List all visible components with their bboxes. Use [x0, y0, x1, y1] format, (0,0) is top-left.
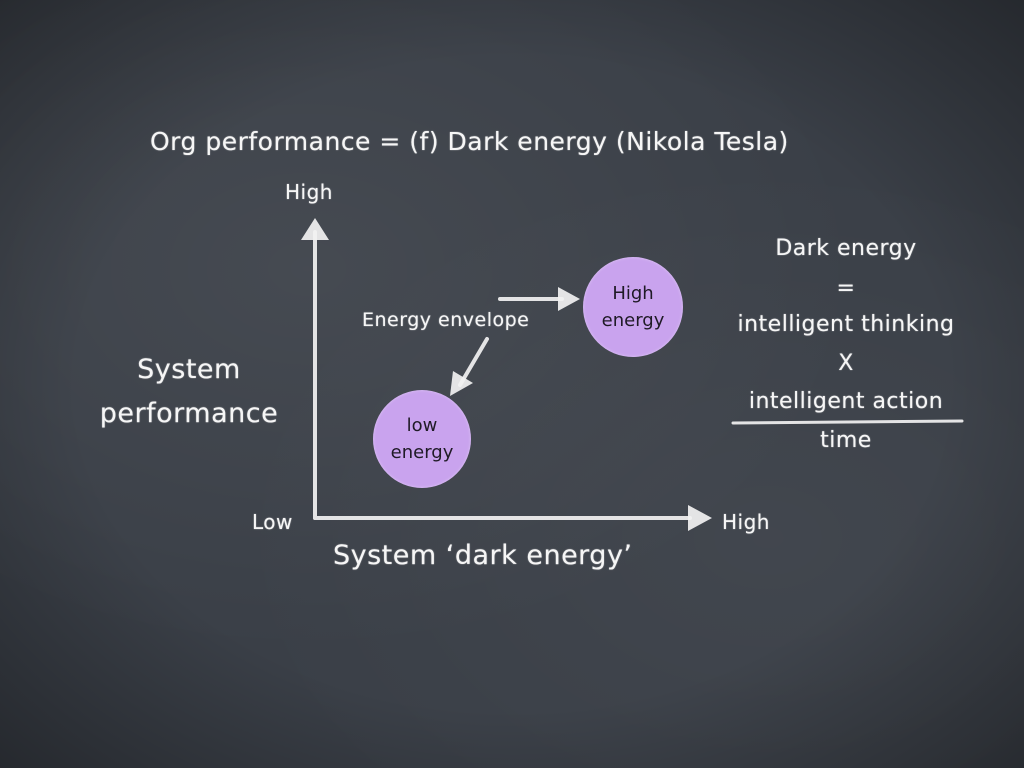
fraction-bar: [731, 419, 964, 425]
high-energy-bubble: High energy: [583, 257, 683, 357]
y-axis-title: System performance: [78, 348, 300, 436]
low-energy-line2: energy: [390, 442, 454, 463]
y-axis-arrowhead: [301, 218, 329, 240]
y-axis-title-line1: System: [137, 354, 241, 385]
y-axis-title-line2: performance: [99, 398, 279, 429]
formula-line-times: X: [838, 351, 854, 376]
high-energy-line1: High: [612, 283, 654, 304]
arrow-to-high-head: [558, 287, 580, 311]
formula-line-equals: =: [836, 276, 856, 301]
formula-line-thinking: intelligent thinking: [737, 312, 955, 337]
x-axis-arrowhead: [688, 505, 712, 531]
arrow-to-low-line: [458, 337, 489, 387]
x-axis-title: System ‘dark energy’: [333, 540, 633, 571]
low-energy-line1: low: [406, 415, 438, 436]
arrow-to-low-head: [450, 371, 473, 396]
x-axis-low-label: Low: [252, 510, 293, 534]
slide-title: Org performance = (f) Dark energy (Nikol…: [150, 127, 789, 156]
low-energy-bubble: low energy: [373, 390, 471, 488]
x-axis-high-label: High: [722, 510, 770, 534]
energy-envelope-label: Energy envelope: [362, 309, 530, 331]
formula-line-dark-energy: Dark energy: [775, 236, 917, 261]
y-axis-high-label: High: [285, 180, 333, 204]
formula-line-action: intelligent action: [748, 389, 944, 414]
high-energy-line2: energy: [601, 310, 665, 331]
formula-line-time: time: [820, 428, 872, 453]
